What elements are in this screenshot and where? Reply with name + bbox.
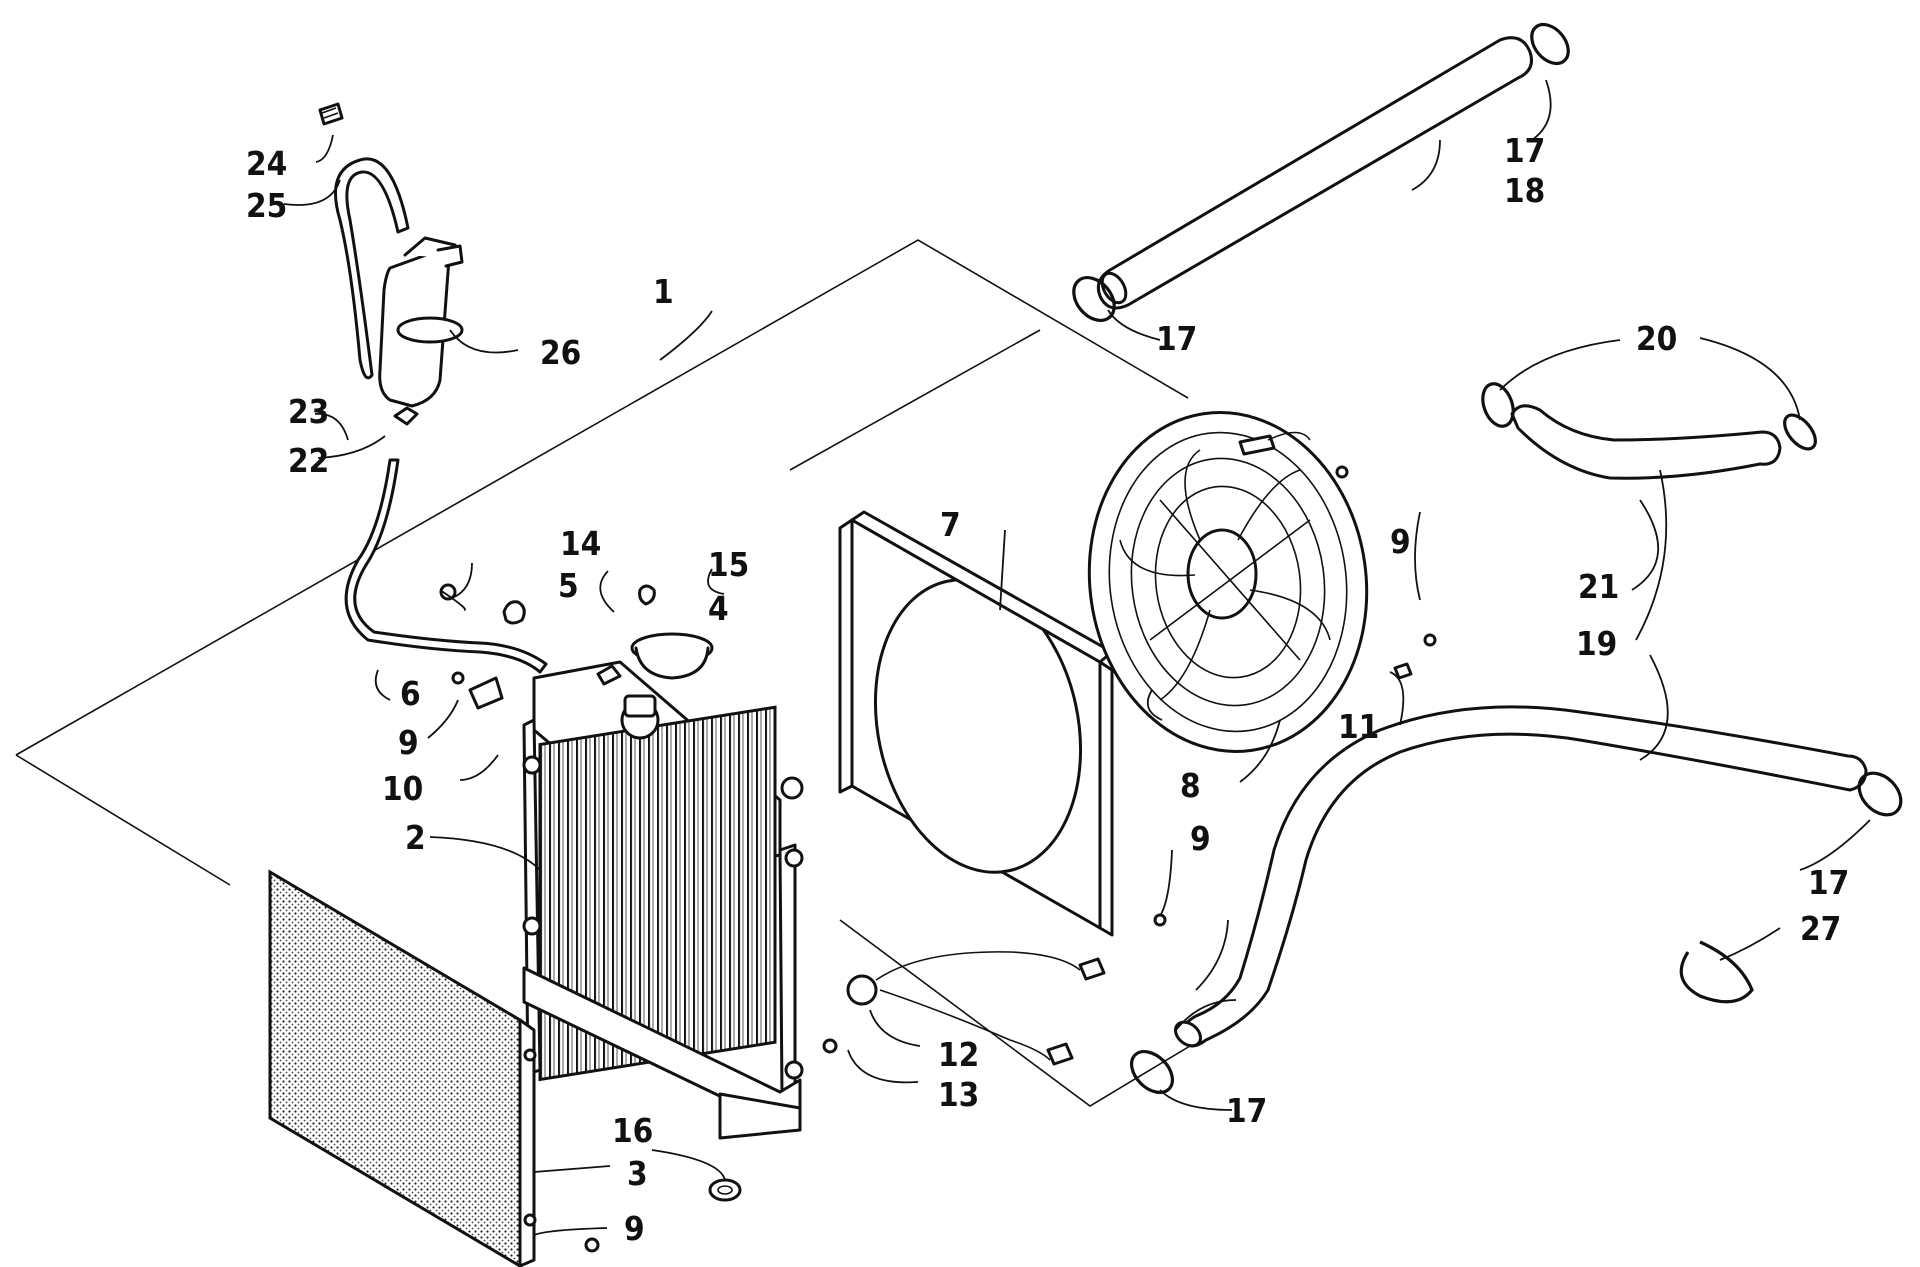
callout-19: 19 bbox=[1576, 624, 1617, 663]
callout-9-shroud: 9 bbox=[1190, 819, 1211, 858]
callout-24: 24 bbox=[246, 144, 287, 183]
temperature-sensor bbox=[822, 951, 1106, 1066]
short-hose bbox=[1510, 404, 1782, 480]
callout-9-fan: 9 bbox=[1390, 522, 1411, 561]
overflow-hose bbox=[344, 458, 548, 674]
callout-10: 10 bbox=[382, 769, 423, 808]
callout-7: 7 bbox=[940, 505, 961, 544]
callout-25: 25 bbox=[246, 186, 287, 225]
callout-27: 27 bbox=[1800, 909, 1841, 948]
radiator-cap bbox=[630, 632, 714, 680]
callout-13: 13 bbox=[938, 1075, 979, 1114]
cooling-fan bbox=[1087, 411, 1369, 753]
small-hardware bbox=[439, 465, 1437, 1253]
callout-4: 4 bbox=[708, 589, 729, 628]
callout-17-bottom: 17 bbox=[1226, 1091, 1267, 1130]
radiator-screen bbox=[268, 869, 537, 1267]
callout-26: 26 bbox=[540, 333, 581, 372]
callout-18: 18 bbox=[1504, 171, 1545, 210]
callout-21: 21 bbox=[1578, 567, 1619, 606]
callout-17-hose-end: 17 bbox=[1156, 319, 1197, 358]
callout-23: 23 bbox=[288, 392, 329, 431]
callout-labels: 1 2 3 4 5 6 7 8 9 9 9 9 9 10 11 12 13 14… bbox=[246, 131, 1849, 1248]
callout-8: 8 bbox=[1180, 766, 1201, 805]
vent-hose bbox=[334, 157, 410, 380]
lower-hose bbox=[1173, 705, 1868, 1048]
callout-15: 15 bbox=[708, 545, 749, 584]
hose-clamps bbox=[1072, 22, 1903, 1094]
callout-16: 16 bbox=[612, 1111, 653, 1150]
radiator bbox=[522, 660, 804, 1140]
upper-hose bbox=[1096, 36, 1533, 310]
overflow-tank bbox=[378, 236, 464, 426]
callout-14: 14 bbox=[560, 524, 601, 563]
callout-17-upper: 17 bbox=[1504, 131, 1545, 170]
callout-5: 5 bbox=[558, 566, 579, 605]
callout-9-screen: 9 bbox=[624, 1209, 645, 1248]
callout-6: 6 bbox=[400, 674, 421, 713]
callout-1: 1 bbox=[653, 272, 674, 311]
callout-leaders bbox=[283, 79, 1871, 1237]
callout-20: 20 bbox=[1636, 319, 1677, 358]
callout-3: 3 bbox=[627, 1154, 648, 1193]
callout-22: 22 bbox=[288, 441, 329, 480]
callout-12: 12 bbox=[938, 1035, 979, 1074]
callout-17-lower: 17 bbox=[1808, 863, 1849, 902]
tank-cap bbox=[318, 102, 344, 126]
callout-9-left: 9 bbox=[398, 723, 419, 762]
fan-shroud bbox=[838, 510, 1114, 937]
callout-2: 2 bbox=[405, 818, 426, 857]
callout-11: 11 bbox=[1338, 707, 1379, 746]
